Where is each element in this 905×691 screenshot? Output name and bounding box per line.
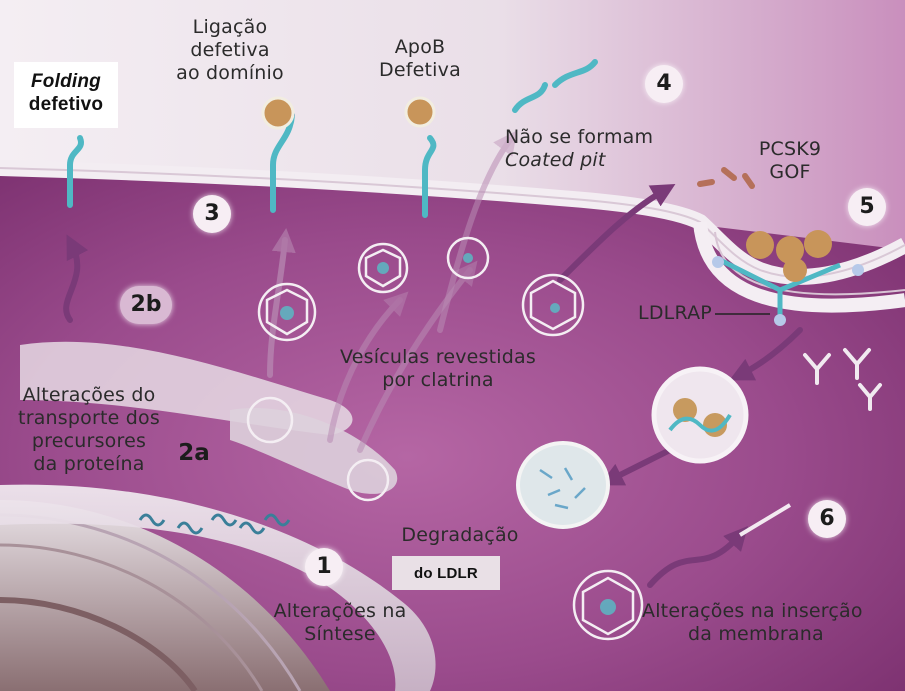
no-coated-pit-label: Não se formam Coated pit	[505, 126, 705, 172]
ldlr-degradation-label-2: do LDLR	[392, 562, 500, 585]
step-4-badge: 4	[645, 65, 683, 103]
synthesis-defect-label: Alterações na Síntese	[255, 600, 425, 646]
ldl-particle-1	[263, 98, 293, 128]
membrane-insertion-label: Alterações na inserção da membrana	[642, 600, 904, 646]
folding-defect-label: Folding defetivo	[14, 70, 118, 116]
step-2a-badge: 2a	[168, 434, 220, 472]
step-6-badge: 6	[808, 500, 846, 538]
binding-defect-label: Ligação defetiva ao domínio	[150, 16, 310, 85]
ldlr-degradation-label: Degradação	[385, 524, 535, 547]
step-3-badge: 3	[193, 195, 231, 233]
clathrin-vesicles-label: Vesículas revestidas por clatrina	[318, 346, 558, 392]
step-1-badge: 1	[305, 548, 343, 586]
step-2b-badge: 2b	[120, 286, 172, 324]
endosome	[654, 369, 746, 461]
apob-defect-label: ApoB Defetiva	[365, 36, 475, 82]
step-5-badge: 5	[848, 188, 886, 226]
transport-defect-label: Alterações do transporte dos precursores…	[4, 384, 174, 476]
lysosome	[518, 443, 608, 527]
pcsk9-gof-label: PCSK9 GOF	[745, 138, 835, 184]
ldl-particle-2	[406, 98, 434, 126]
ldlrap-label: LDLRAP	[630, 302, 720, 325]
